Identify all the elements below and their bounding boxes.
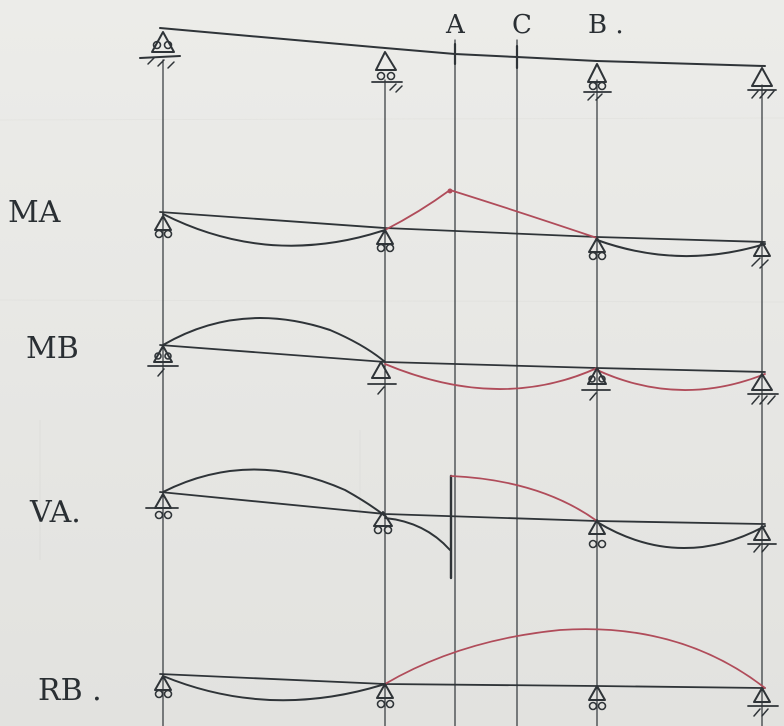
row-label-ma: MA bbox=[8, 195, 61, 230]
roller-support-icon bbox=[371, 51, 403, 93]
roller-support-icon bbox=[376, 683, 395, 709]
mb-curve-span-3 bbox=[596, 369, 766, 391]
ma-baseline bbox=[159, 211, 766, 243]
roller-support-icon bbox=[376, 229, 395, 253]
roller-support-icon bbox=[154, 215, 173, 239]
fixed-support-icon bbox=[747, 525, 777, 553]
va-curve-positive bbox=[450, 475, 598, 522]
label-point-b: B . bbox=[588, 10, 624, 40]
mb-curve-span-1 bbox=[162, 317, 386, 363]
mb-baseline bbox=[159, 344, 766, 373]
projection-lines bbox=[162, 39, 763, 726]
va-curve-span-1 bbox=[162, 468, 386, 517]
rb-influence-row bbox=[154, 628, 779, 717]
row-label-mb: MB bbox=[26, 331, 79, 366]
label-point-c: C bbox=[512, 10, 532, 40]
rb-curve-span-1 bbox=[162, 675, 386, 702]
label-point-a: A bbox=[445, 10, 466, 40]
pin-support-icon bbox=[139, 31, 181, 69]
ma-curve-span-3 bbox=[596, 239, 766, 257]
row-label-va: VA. bbox=[29, 495, 81, 530]
roller-support-icon bbox=[588, 519, 607, 549]
mb-curve-span-2 bbox=[384, 363, 598, 390]
mb-influence-row bbox=[147, 317, 779, 405]
row-label-rb: RB . bbox=[38, 673, 102, 708]
pin-support-icon bbox=[581, 367, 611, 401]
fixed-support-icon bbox=[747, 373, 779, 405]
ma-curve-rise bbox=[384, 189, 451, 231]
fixed-support-icon bbox=[747, 67, 777, 99]
beam-row bbox=[139, 27, 777, 101]
ma-peak-marker bbox=[447, 188, 453, 194]
roller-support-icon bbox=[588, 685, 607, 711]
roller-support-icon bbox=[145, 493, 179, 520]
beam-line bbox=[159, 27, 766, 67]
fixed-support-icon bbox=[751, 241, 771, 269]
fixed-support-icon bbox=[747, 687, 779, 717]
va-influence-row bbox=[145, 468, 777, 580]
pin-support-icon bbox=[367, 361, 397, 395]
va-curve-negative bbox=[384, 517, 451, 551]
roller-support-icon bbox=[583, 63, 612, 101]
va-baseline bbox=[159, 491, 766, 525]
ma-influence-row bbox=[154, 188, 771, 269]
roller-support-icon bbox=[154, 675, 173, 699]
rb-baseline bbox=[159, 673, 766, 689]
va-curve-span-3 bbox=[596, 521, 766, 549]
ma-curve-fall bbox=[449, 189, 598, 239]
ma-curve-span-1 bbox=[162, 213, 386, 247]
paper-texture bbox=[0, 117, 784, 560]
rb-curve-span-2-3 bbox=[384, 628, 766, 689]
roller-support-icon bbox=[373, 511, 393, 535]
roller-support-icon bbox=[588, 237, 607, 261]
pin-support-icon bbox=[147, 345, 179, 377]
